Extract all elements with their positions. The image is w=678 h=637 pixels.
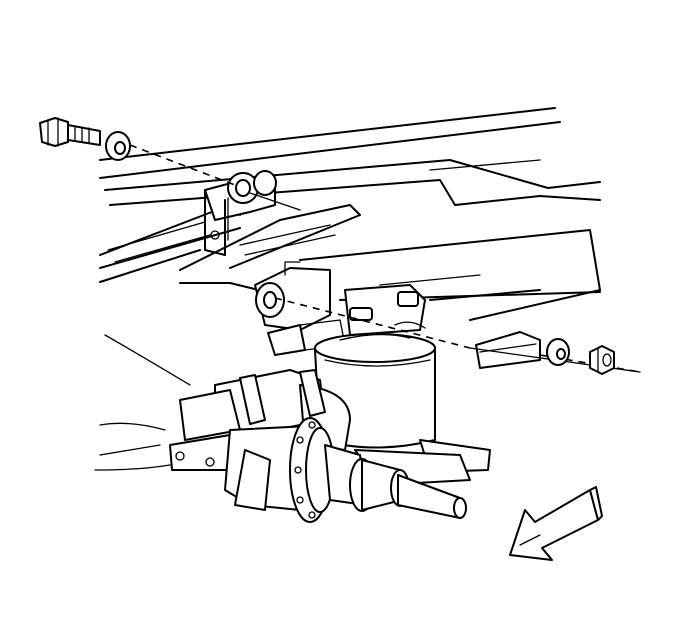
lower-bushing-icon <box>254 261 346 356</box>
direction-arrow-icon <box>509 486 603 561</box>
washer-2-icon <box>546 338 570 366</box>
washer-icon <box>105 131 131 161</box>
crossmember-icon <box>299 229 601 321</box>
frame-rail-icon <box>99 107 601 301</box>
bolt-icon <box>39 117 101 147</box>
retainer-plate-icon <box>475 331 541 369</box>
spring-seat-icon <box>314 284 436 449</box>
bushing-icon <box>204 170 277 256</box>
nut-icon <box>589 345 615 375</box>
strap-icon <box>239 369 326 425</box>
